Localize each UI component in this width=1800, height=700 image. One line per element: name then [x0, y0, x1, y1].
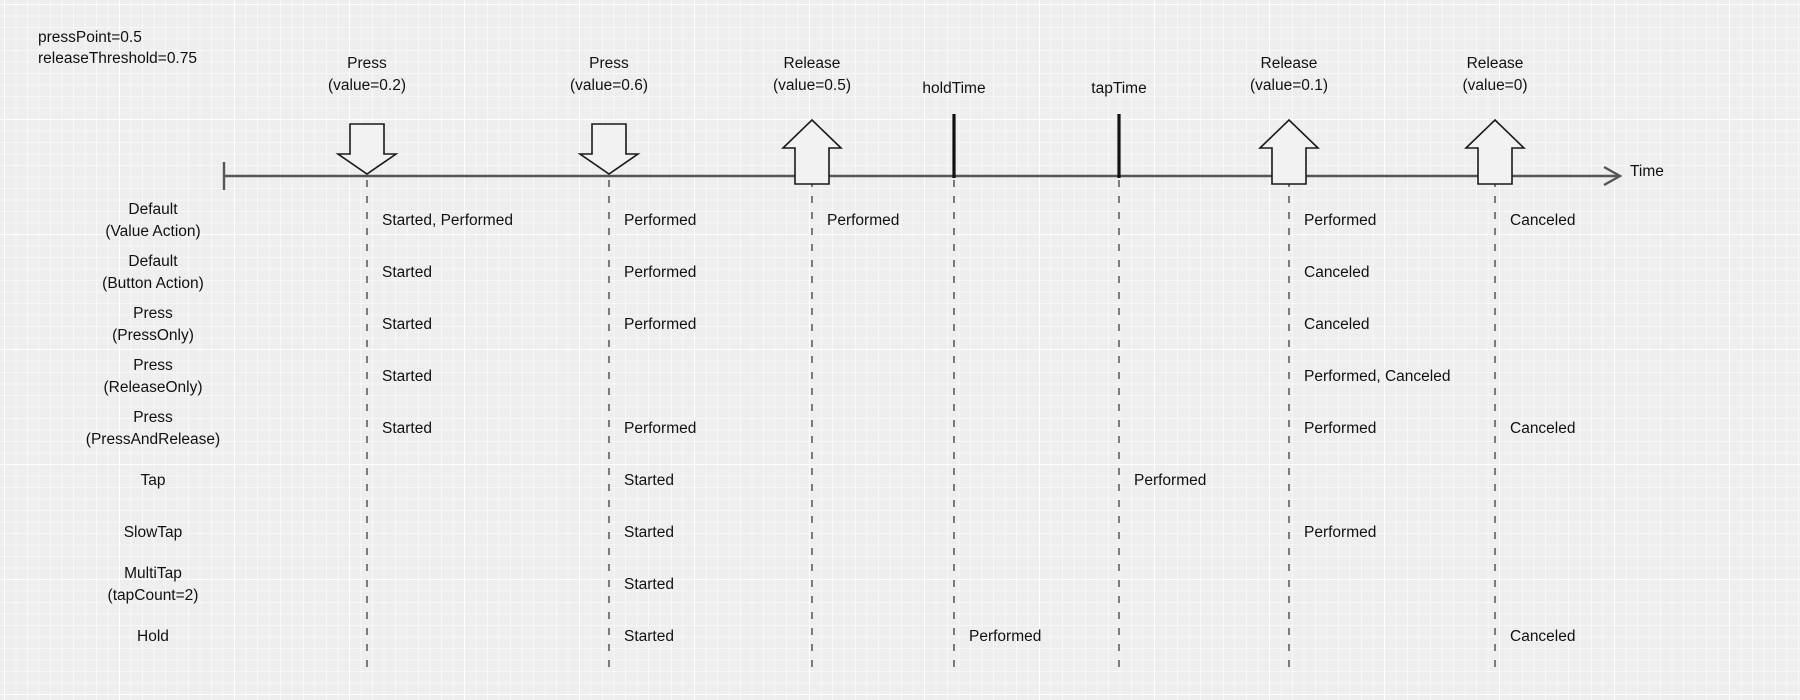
- event-markers: [335, 114, 1526, 185]
- row-label-press-pressandrelease: Press (PressAndRelease): [86, 407, 220, 451]
- event-label-line2: (value=0.5): [773, 77, 851, 94]
- event-label-release-01: Release (value=0.1): [1250, 53, 1328, 97]
- row-label-line1: Default: [128, 253, 178, 270]
- row-label-press-pressonly: Press (PressOnly): [112, 303, 194, 347]
- event-label-release-05: Release (value=0.5): [773, 53, 851, 97]
- row-label-default-value-action: Default (Value Action): [105, 199, 200, 243]
- cell-press-pressonly-press-02: Started: [382, 316, 432, 333]
- event-label-release-0: Release (value=0): [1462, 53, 1527, 97]
- row-label-hold: Hold: [137, 626, 169, 648]
- cell-press-pressandrelease-release-01: Performed: [1304, 420, 1377, 437]
- cell-default-button-action-release-01: Canceled: [1304, 264, 1370, 281]
- press-arrow-press-02: [335, 123, 399, 175]
- cell-hold-press-06: Started: [624, 628, 674, 645]
- cell-default-button-action-press-02: Started: [382, 264, 432, 281]
- event-label-line1: Press: [589, 55, 629, 72]
- event-label-line1: Release: [783, 55, 841, 72]
- event-label-line1: Release: [1466, 55, 1524, 72]
- row-label-line1: MultiTap: [124, 565, 182, 582]
- parameters-note: pressPoint=0.5 releaseThreshold=0.75: [38, 29, 197, 67]
- row-label-line2: (Button Action): [102, 275, 204, 292]
- event-label-line2: (value=0.1): [1250, 77, 1328, 94]
- event-label-line2: (value=0): [1462, 77, 1528, 94]
- release-arrow-release-05: [781, 118, 843, 185]
- row-label-line2: (PressAndRelease): [85, 431, 221, 448]
- cell-press-pressonly-press-06: Performed: [624, 316, 697, 333]
- cell-press-pressonly-release-01: Canceled: [1304, 316, 1370, 333]
- release-arrow-release-01: [1258, 118, 1320, 185]
- cell-multitap-press-06: Started: [624, 576, 674, 593]
- cell-slowtap-press-06: Started: [624, 524, 674, 541]
- cell-hold-release-0: Canceled: [1510, 628, 1576, 645]
- event-label-line2: (value=0.2): [328, 77, 406, 94]
- time-axis: [222, 162, 1623, 190]
- row-label-line1: Press: [133, 409, 173, 426]
- row-label-line1: Press: [133, 357, 173, 374]
- cell-default-value-action-release-01: Performed: [1304, 212, 1377, 229]
- event-label-line1: tapTime: [1091, 80, 1147, 97]
- row-label-line2: (ReleaseOnly): [103, 379, 203, 396]
- event-label-line1: Press: [347, 55, 387, 72]
- press-arrow-press-06: [577, 123, 641, 175]
- event-label-tap-time: tapTime: [1091, 78, 1146, 100]
- row-label-line2: (tapCount=2): [107, 587, 199, 604]
- row-label-line1: SlowTap: [123, 524, 183, 541]
- row-label-line1: Default: [128, 201, 178, 218]
- cell-press-releaseonly-release-01: Performed, Canceled: [1304, 368, 1451, 385]
- row-label-default-button-action: Default (Button Action): [102, 251, 204, 295]
- event-label-hold-time: holdTime: [922, 78, 985, 100]
- row-label-line1: Hold: [137, 628, 169, 645]
- row-label-multitap: MultiTap (tapCount=2): [108, 563, 199, 607]
- cell-press-releaseonly-press-02: Started: [382, 368, 432, 385]
- release-arrow-release-0: [1464, 118, 1526, 185]
- cell-press-pressandrelease-release-0: Canceled: [1510, 420, 1576, 437]
- row-label-slowtap: SlowTap: [124, 522, 183, 544]
- event-label-press-02: Press (value=0.2): [328, 53, 406, 97]
- cell-press-pressandrelease-press-02: Started: [382, 420, 432, 437]
- row-label-line2: (PressOnly): [112, 327, 194, 344]
- cell-default-value-action-press-02: Started, Performed: [382, 212, 513, 229]
- cell-hold-hold-time: Performed: [969, 628, 1042, 645]
- cell-default-value-action-release-0: Canceled: [1510, 212, 1576, 229]
- time-axis-label: Time: [1630, 163, 1664, 180]
- event-label-line2: (value=0.6): [570, 77, 648, 94]
- cell-tap-press-06: Started: [624, 472, 674, 489]
- cell-press-pressandrelease-press-06: Performed: [624, 420, 697, 437]
- cell-default-value-action-release-05: Performed: [827, 212, 900, 229]
- row-label-line1: Press: [133, 305, 173, 322]
- cell-tap-tap-time: Performed: [1134, 472, 1207, 489]
- row-label-line1: Tap: [140, 472, 166, 489]
- cell-slowtap-release-01: Performed: [1304, 524, 1377, 541]
- time-axis-arrowhead: [1603, 165, 1623, 187]
- row-label-line2: (Value Action): [105, 223, 201, 240]
- event-label-line1: holdTime: [922, 80, 986, 97]
- event-label-line1: Release: [1260, 55, 1318, 72]
- cell-default-value-action-press-06: Performed: [624, 212, 697, 229]
- cell-default-button-action-press-06: Performed: [624, 264, 697, 281]
- row-label-tap: Tap: [141, 470, 166, 492]
- event-label-press-06: Press (value=0.6): [570, 53, 648, 97]
- row-label-press-releaseonly: Press (ReleaseOnly): [103, 355, 202, 399]
